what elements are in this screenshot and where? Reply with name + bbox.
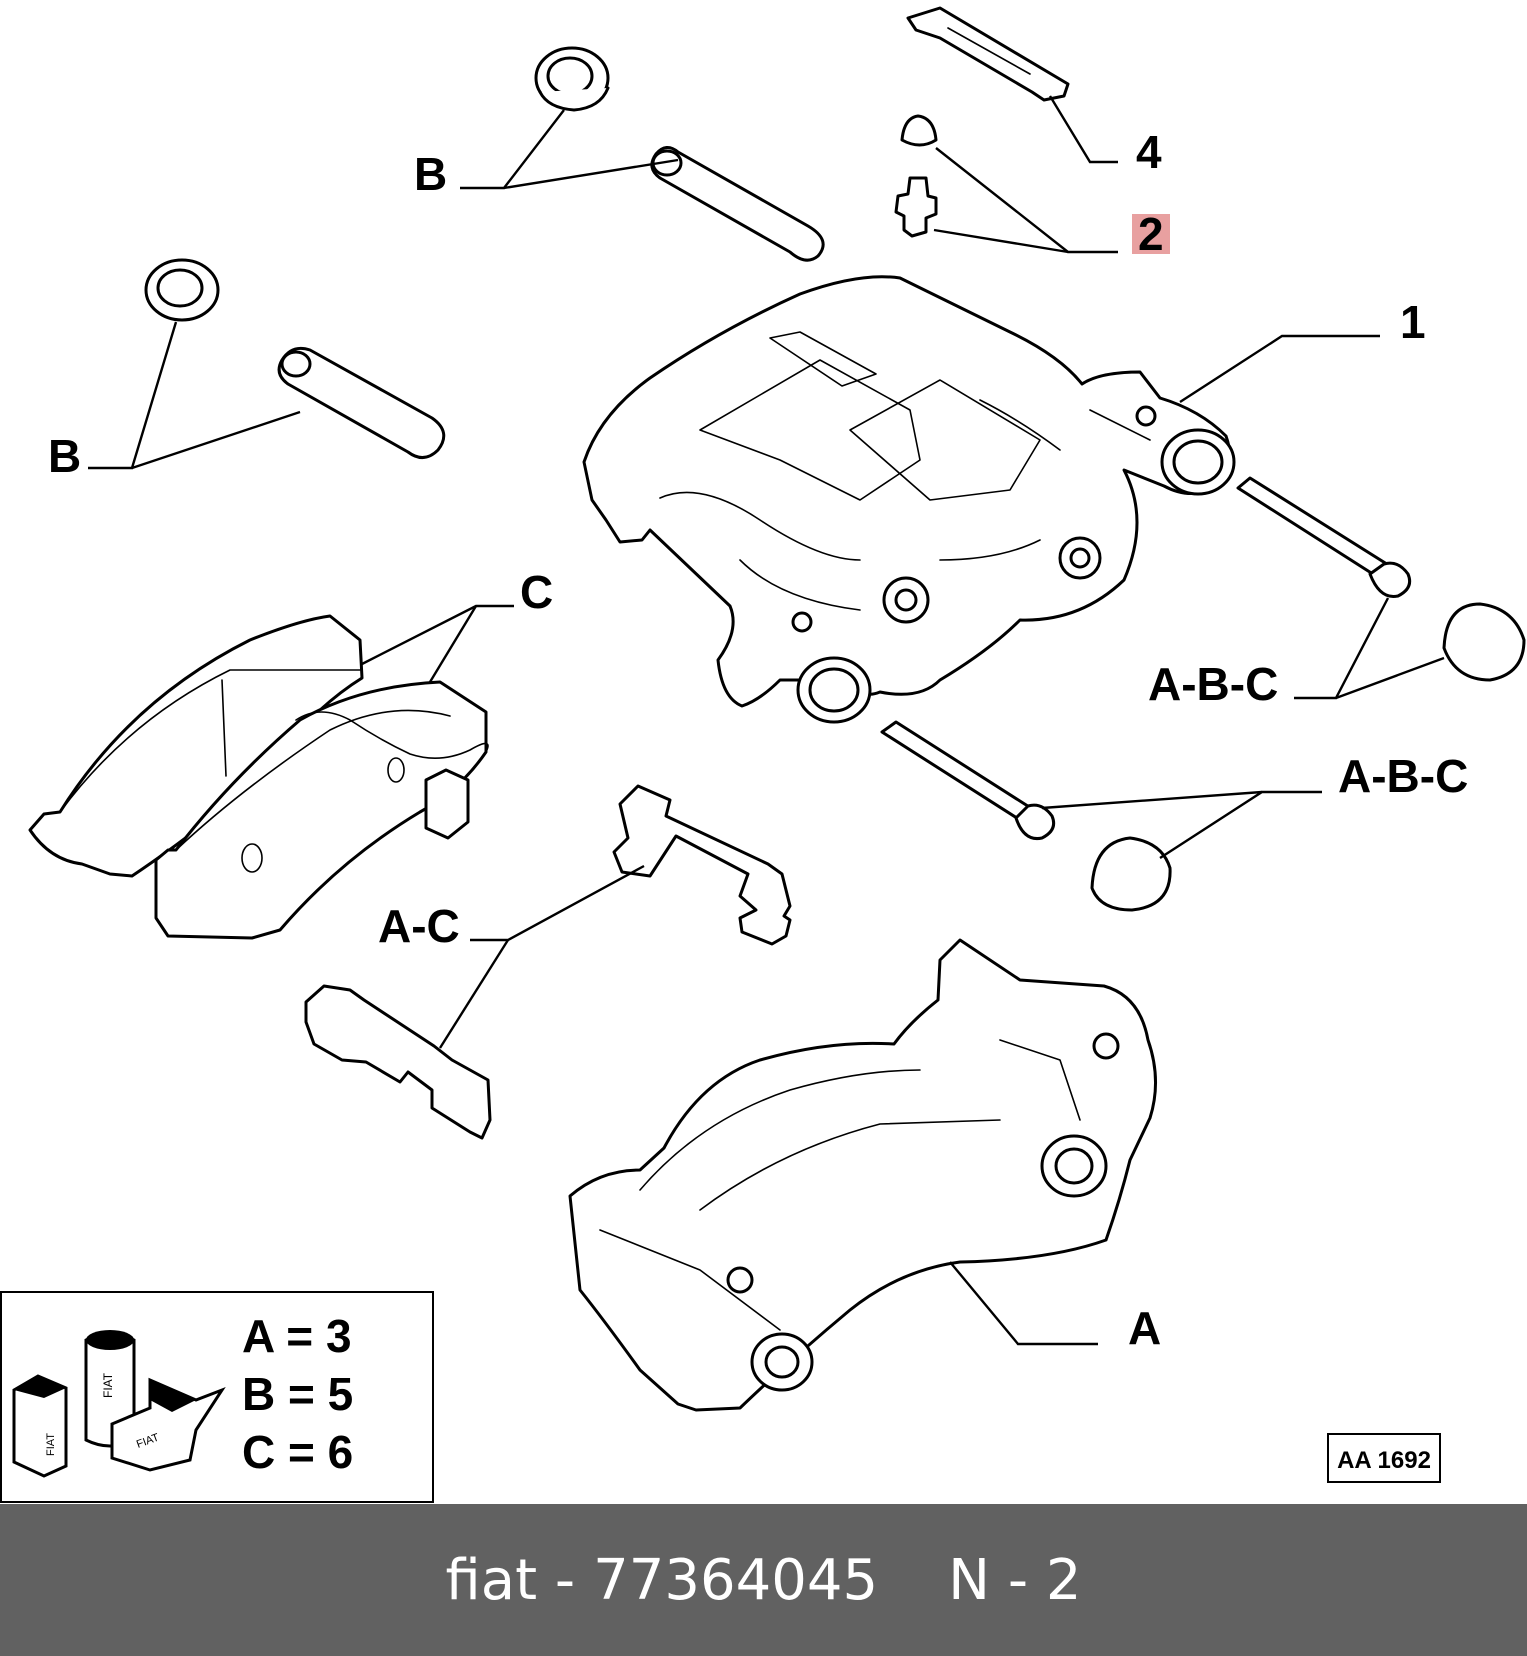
callout-ac-clips: A-C (378, 900, 460, 952)
callout-4: 4 (1136, 126, 1162, 178)
bleeder-dust-cap (900, 114, 938, 147)
spring-clip (906, 6, 1070, 102)
brake-pad-outer (28, 614, 364, 878)
footer-part-number: 77364045 (593, 1547, 879, 1613)
guide-bolt-lower (880, 720, 1056, 841)
caliper-bracket (568, 938, 1158, 1412)
legend-row-c: C = 6 (242, 1426, 353, 1478)
drawing-code: AA 1692 (1337, 1447, 1431, 1474)
kit-legend: FIAT FIAT FIAT A = 3 B = 5 C = 6 (0, 1291, 434, 1503)
legend-row-b: B = 5 (242, 1368, 353, 1420)
footer-brand: fiat - (445, 1547, 576, 1613)
guide-pin-boot-upper (534, 46, 610, 112)
anti-rattle-clip-upper (612, 784, 792, 946)
callout-abc-lower: A-B-C (1338, 750, 1468, 802)
callout-2: 2 (1138, 208, 1164, 260)
guide-pin-boot-lower (144, 258, 220, 322)
callout-2-highlight (1132, 214, 1170, 254)
guide-pin-lower (277, 346, 446, 459)
bolt-cap-lower (1090, 836, 1172, 912)
callout-1: 1 (1400, 296, 1426, 348)
caliper-housing (582, 275, 1236, 724)
fiat-kit-boxes-icon: FIAT FIAT FIAT (12, 1330, 226, 1478)
leader-lines (88, 95, 1445, 1346)
callout-b-lower: B (48, 430, 81, 482)
callout-b-upper: B (414, 148, 447, 200)
fiat-logo-text: FIAT (101, 1372, 115, 1398)
bleeder-valve (894, 176, 938, 238)
callout-abc-upper: A-B-C (1148, 658, 1278, 710)
drawing-code-box: AA 1692 (1327, 1433, 1441, 1483)
callout-c-pads: C (520, 566, 553, 618)
guide-bolt-upper (1236, 476, 1412, 599)
footer-bar: fiat - 77364045 N - 2 (0, 1504, 1527, 1656)
guide-pin-upper (650, 146, 825, 262)
callout-a-bracket: A (1128, 1302, 1161, 1354)
brake-pad-inner (154, 680, 488, 940)
fiat-logo-text: FIAT (45, 1433, 57, 1456)
exploded-parts-diagram: 4 2 1 B B C A-B-C A-B-C A-C A FIAT FIAT … (0, 6, 1526, 1503)
legend-row-a: A = 3 (242, 1310, 352, 1362)
wear-sensor (295, 711, 489, 840)
anti-rattle-clip-lower (304, 984, 492, 1140)
bolt-cap-upper (1442, 602, 1526, 682)
footer-position: N - 2 (948, 1547, 1082, 1613)
